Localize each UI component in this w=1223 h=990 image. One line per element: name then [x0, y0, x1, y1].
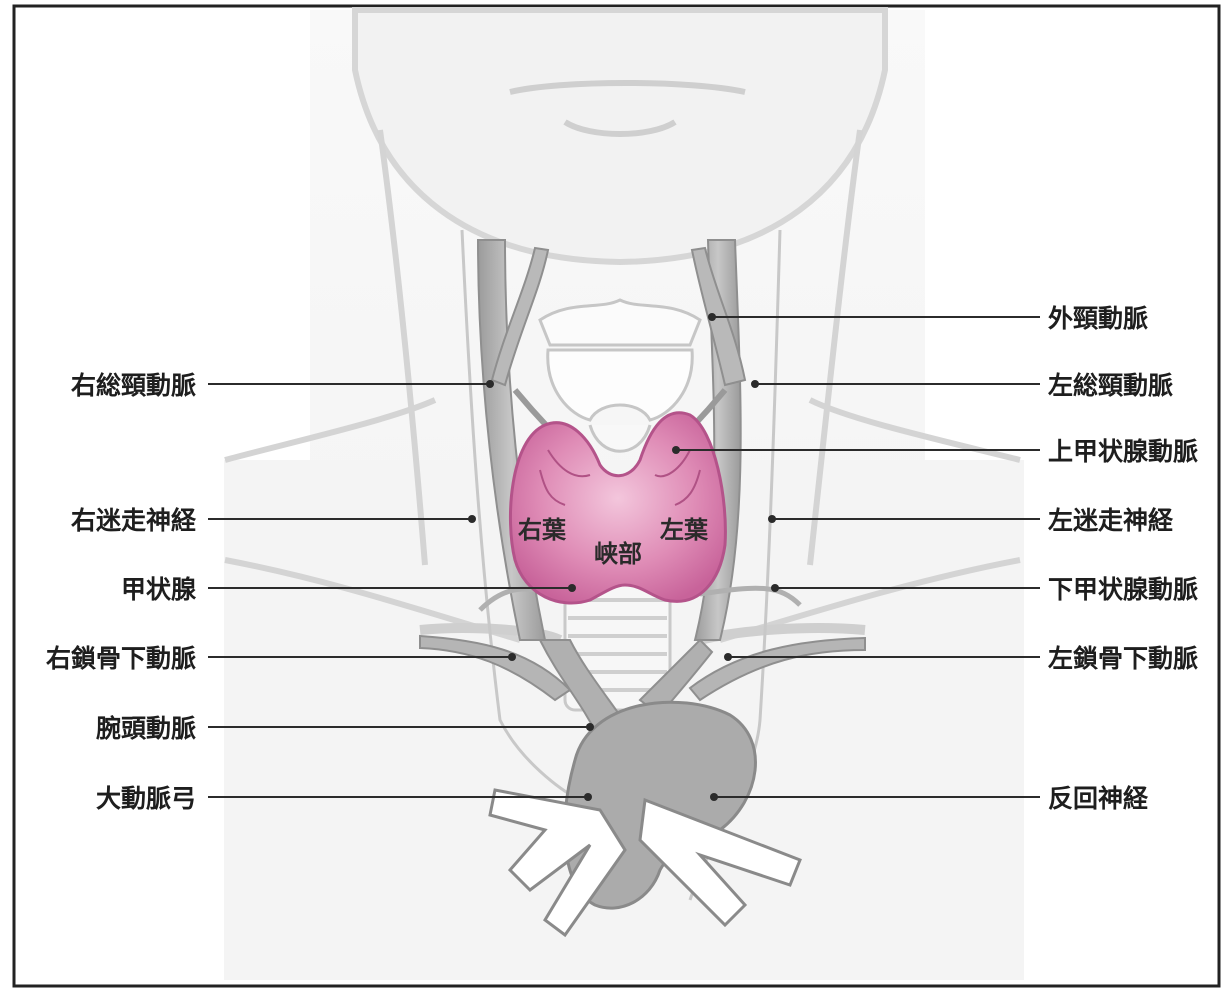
label-aortic-arch: 大動脈弓 — [96, 784, 196, 813]
thyroid-isthmus-label: 峡部 — [594, 540, 642, 568]
label-right-common-carotid: 右総頸動脈 — [71, 371, 196, 400]
label-recurrent-laryngeal: 反回神経 — [1048, 784, 1149, 813]
thyroid-right-lobe-label: 右葉 — [518, 516, 567, 544]
label-right-subclavian: 右鎖骨下動脈 — [46, 644, 196, 673]
label-left-common-carotid: 左総頸動脈 — [1048, 371, 1173, 400]
label-left-subclavian: 左鎖骨下動脈 — [1048, 644, 1198, 673]
label-superior-thyroid: 上甲状腺動脈 — [1048, 437, 1198, 466]
label-brachiocephalic: 腕頭動脈 — [95, 714, 196, 743]
label-thyroid: 甲状腺 — [121, 575, 197, 604]
label-left-vagus: 左迷走神経 — [1048, 506, 1174, 535]
label-right-vagus: 右迷走神経 — [71, 506, 197, 535]
label-external-carotid: 外頸動脈 — [1048, 304, 1148, 333]
thyroid-left-lobe-label: 左葉 — [660, 516, 709, 544]
label-inferior-thyroid: 下甲状腺動脈 — [1048, 575, 1198, 604]
